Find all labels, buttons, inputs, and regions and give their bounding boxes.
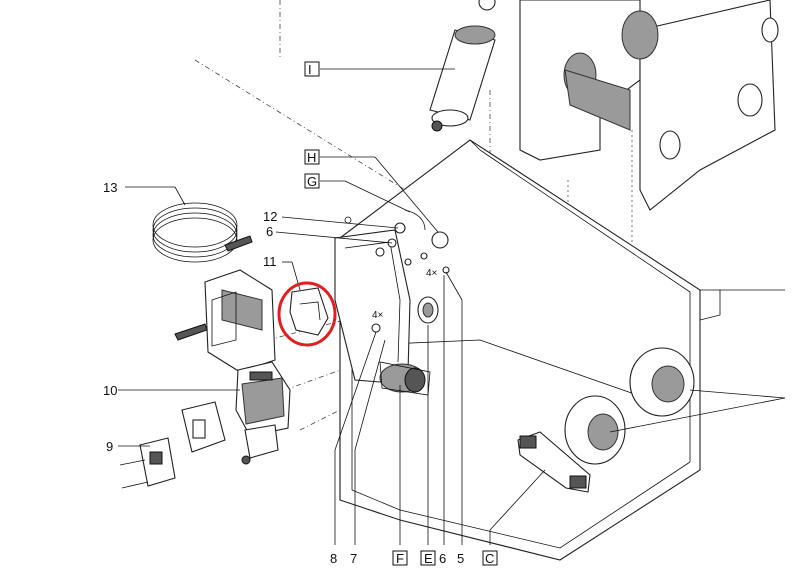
callout-10: 10: [103, 383, 117, 398]
boxed-letter-labels: I H G F E C: [304, 61, 498, 566]
callout-12: 12: [263, 209, 277, 224]
callout-6-bottom: 6: [439, 551, 446, 566]
callout-6-top: 6: [266, 224, 273, 239]
label-G: G: [307, 174, 317, 189]
fitting-e: [417, 296, 439, 324]
callout-8: 8: [330, 551, 337, 566]
fan-grilles: [564, 347, 695, 465]
label-E: E: [424, 551, 433, 566]
upper-control-module: [174, 269, 276, 373]
callout-5: 5: [457, 551, 464, 566]
red-highlight-circle: [277, 281, 337, 347]
valve-assembly: [379, 361, 431, 396]
leader-lines: [118, 68, 786, 545]
callout-7: 7: [350, 551, 357, 566]
hook-part-11: [289, 287, 329, 336]
quantity-4x-lower: 4×: [372, 310, 384, 321]
callout-9: 9: [106, 439, 113, 454]
label-F: F: [396, 551, 404, 566]
hose-coil: [152, 202, 253, 263]
lower-control-module: [235, 361, 291, 437]
label-H: H: [307, 150, 316, 165]
callout-13: 13: [103, 180, 117, 195]
label-I: I: [308, 62, 312, 77]
callout-labels: 13 12 6 11 10 9 8 7 6 5 4× 4×: [103, 180, 464, 566]
quantity-4x-upper: 4×: [426, 268, 438, 279]
callout-11: 11: [263, 254, 277, 269]
top-panels: [519, 0, 779, 211]
small-parts: [371, 209, 450, 333]
label-C: C: [485, 551, 494, 566]
filter-cartridge: [429, 0, 496, 132]
manifold-c: [517, 431, 591, 493]
wall-bracket: [119, 401, 279, 489]
